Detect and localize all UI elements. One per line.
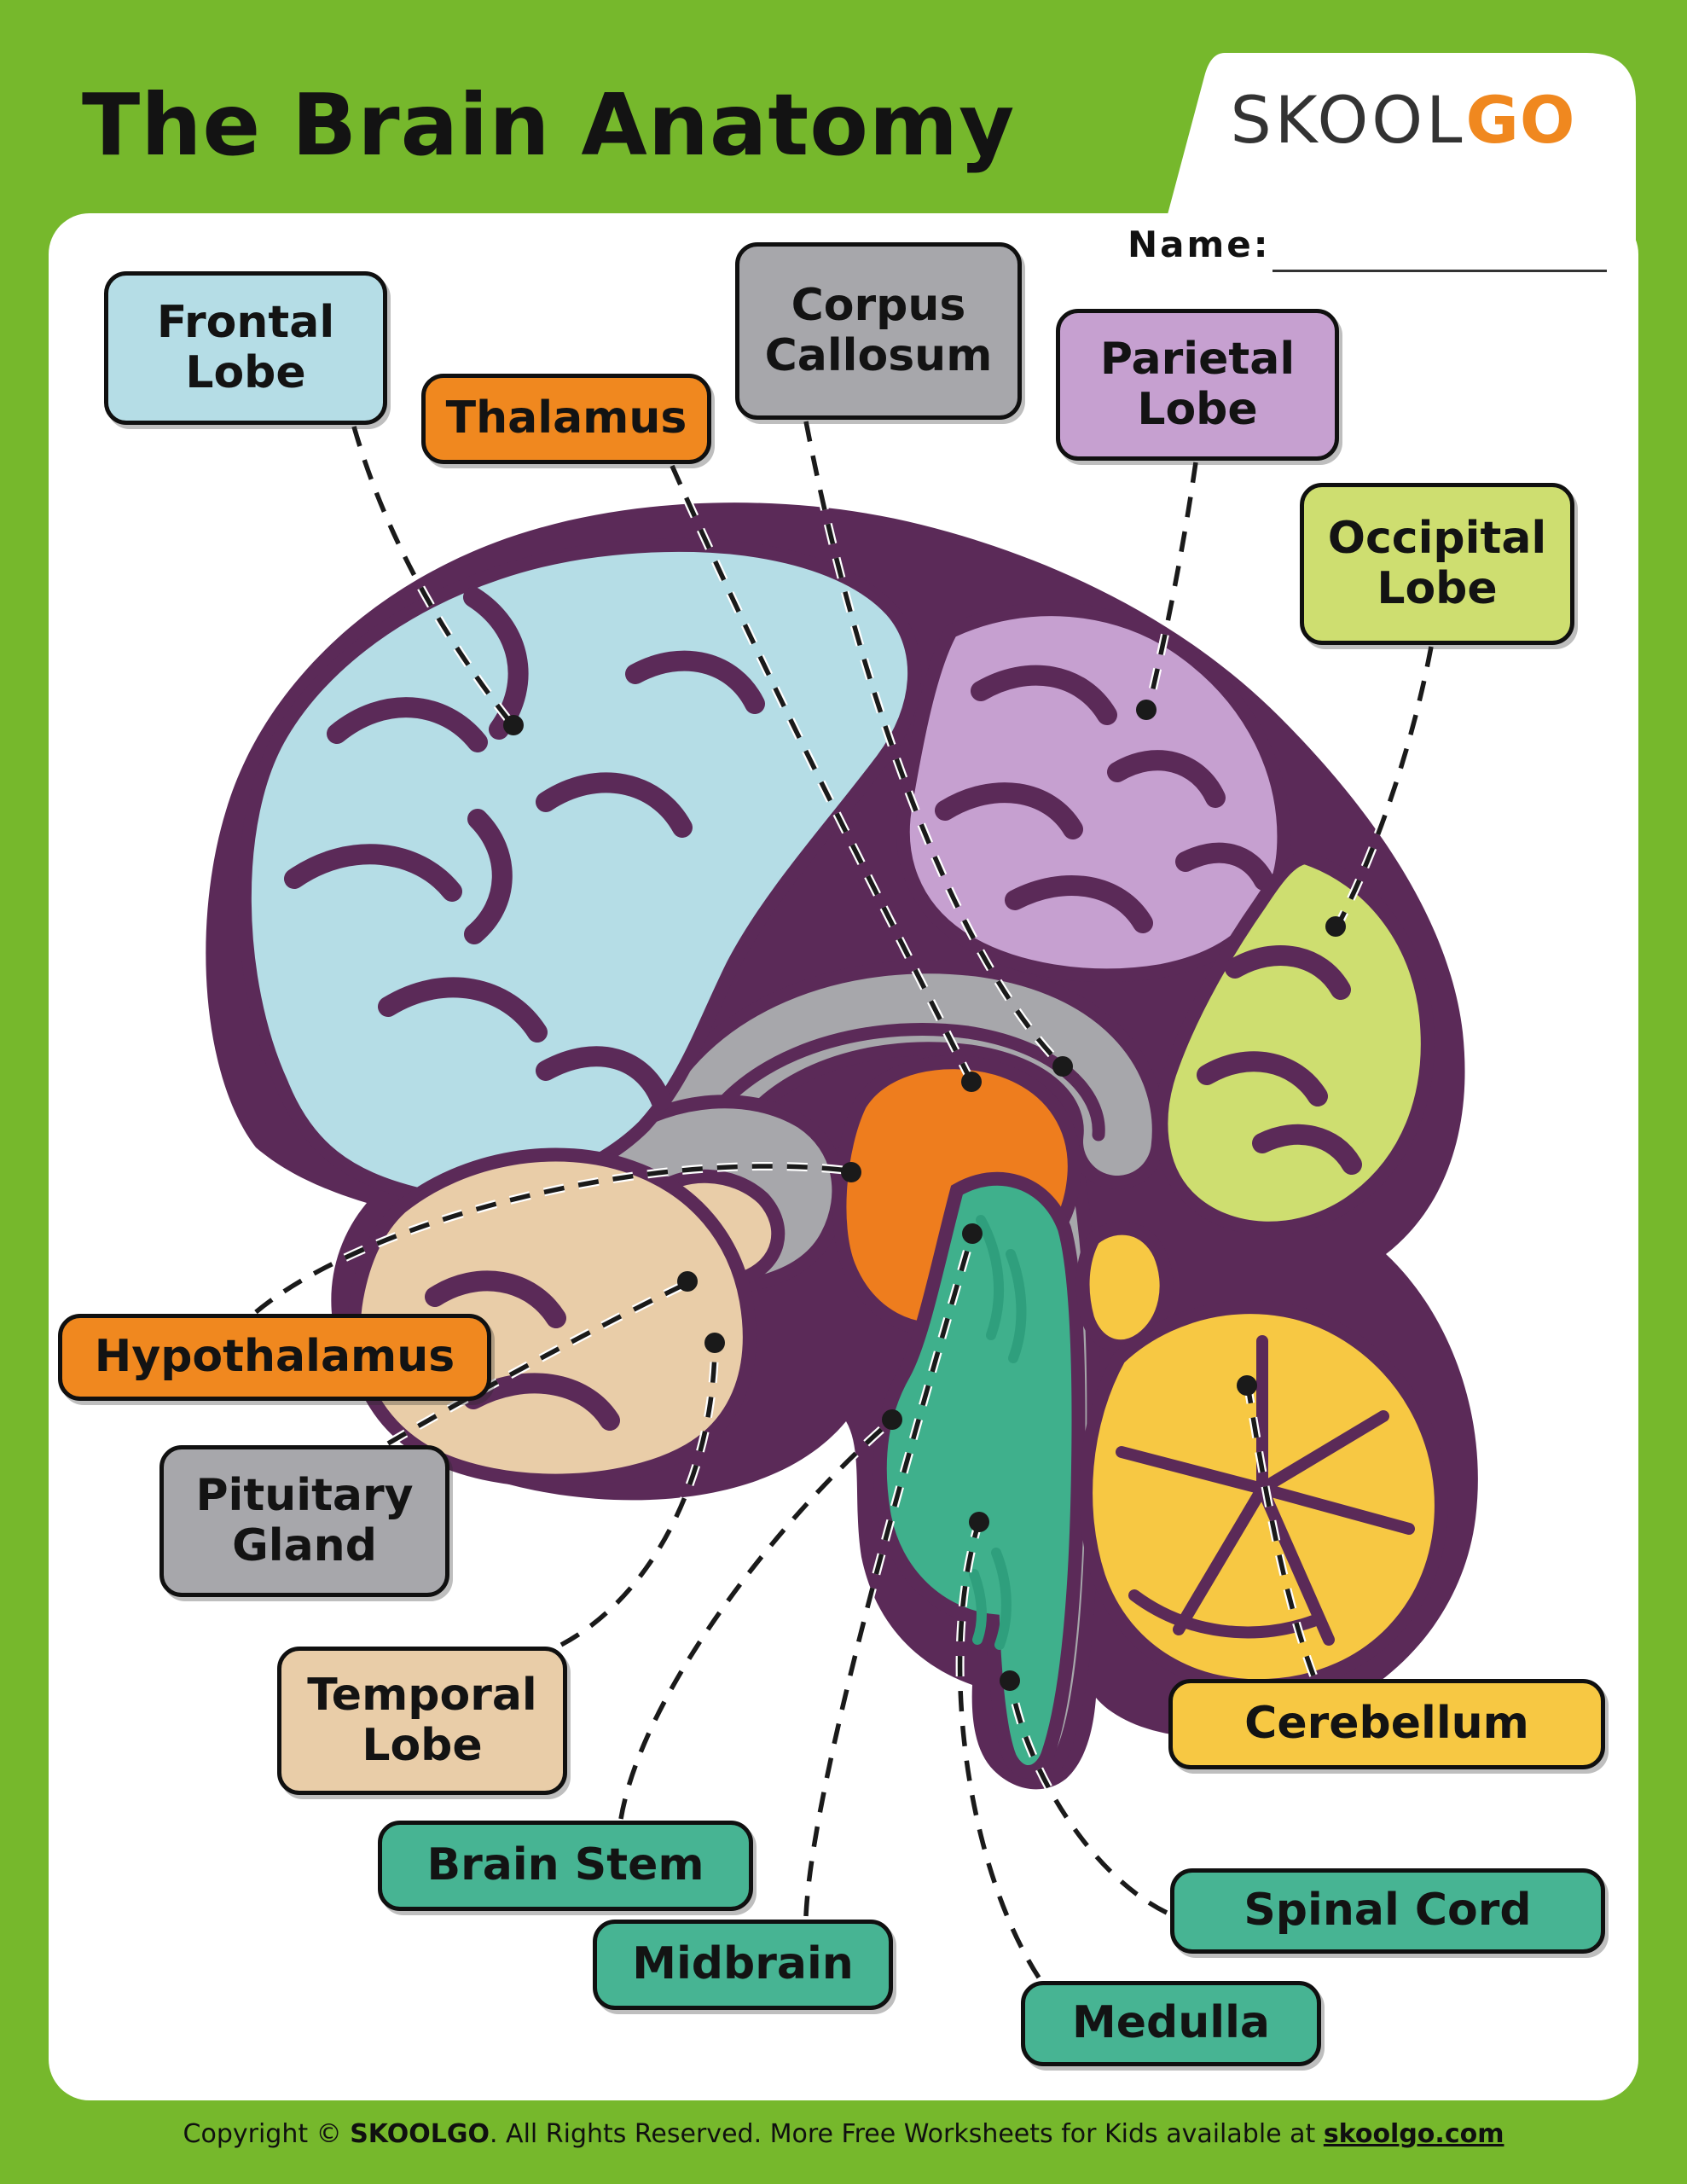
- footer-prefix: Copyright ©: [183, 2119, 351, 2149]
- logo-skool: SKOOL: [1230, 82, 1466, 158]
- leader-medulla: [955, 1512, 1043, 1980]
- leader-spinal-cord: [1000, 1670, 1169, 1917]
- label-medulla: Medulla: [1021, 1981, 1321, 2066]
- leader-frontal-lobe: [350, 425, 524, 735]
- label-thalamus: Thalamus: [421, 374, 711, 464]
- label-hypothalamus: Hypothalamus: [58, 1314, 491, 1401]
- cerebellum-veins: [1116, 1335, 1415, 1646]
- logo-go: GO: [1465, 82, 1576, 158]
- leader-corpus-callosum: [802, 421, 1073, 1077]
- page-title: The Brain Anatomy: [82, 75, 1016, 175]
- footer-brand: SKOOLGO: [350, 2119, 490, 2149]
- logo-panel: [1150, 53, 1636, 282]
- leader-cerebellum: [1237, 1375, 1318, 1677]
- label-pituitary-gland: Pituitary Gland: [159, 1445, 449, 1597]
- brain-illustration: [206, 502, 1478, 1790]
- occipital-gyri: [1197, 944, 1362, 1175]
- name-label: Name:: [1128, 224, 1271, 265]
- label-cerebellum: Cerebellum: [1168, 1679, 1605, 1769]
- leader-midbrain: [802, 1223, 983, 1917]
- corpus-callosum-channel: [680, 1023, 1105, 1169]
- skoolgo-logo: SKOOLGO: [1207, 82, 1599, 158]
- parietal-lobe-region: [896, 602, 1291, 983]
- label-frontal-lobe: Frontal Lobe: [104, 271, 387, 425]
- label-temporal-lobe: Temporal Lobe: [277, 1647, 567, 1795]
- footer-middle: . All Rights Reserved. More Free Workshe…: [489, 2119, 1324, 2149]
- label-parietal-lobe: Parietal Lobe: [1056, 309, 1339, 461]
- occipital-lobe-region: [1154, 850, 1435, 1235]
- temporal-gyri: [425, 1270, 620, 1431]
- corpus-callosum-region: [644, 973, 1152, 1203]
- parietal-gyri: [935, 665, 1274, 933]
- footer-link[interactable]: skoolgo.com: [1323, 2119, 1504, 2149]
- brainstem-streaks: [969, 1215, 1027, 1650]
- label-midbrain: Midbrain: [593, 1920, 893, 2010]
- footer-copyright: Copyright © SKOOLGO. All Rights Reserved…: [0, 2119, 1687, 2149]
- label-corpus-callosum: Corpus Callosum: [735, 242, 1022, 420]
- label-brain-stem: Brain Stem: [378, 1821, 753, 1911]
- frontal-gyri: [284, 587, 765, 1111]
- leader-thalamus: [668, 463, 982, 1092]
- leader-pituitary-gland: [386, 1271, 698, 1448]
- name-input-line: [1272, 270, 1607, 272]
- leader-parietal-lobe: [1136, 462, 1200, 720]
- leader-lines: [252, 421, 1435, 1980]
- label-occipital-lobe: Occipital Lobe: [1300, 483, 1574, 645]
- label-spinal-cord: Spinal Cord: [1170, 1868, 1605, 1954]
- leader-temporal-lobe: [559, 1333, 725, 1649]
- brainstem-region: [872, 1171, 1086, 1779]
- leader-hypothalamus: [252, 1162, 861, 1316]
- leader-brain-stem: [617, 1409, 902, 1820]
- leader-occipital-lobe: [1325, 646, 1435, 937]
